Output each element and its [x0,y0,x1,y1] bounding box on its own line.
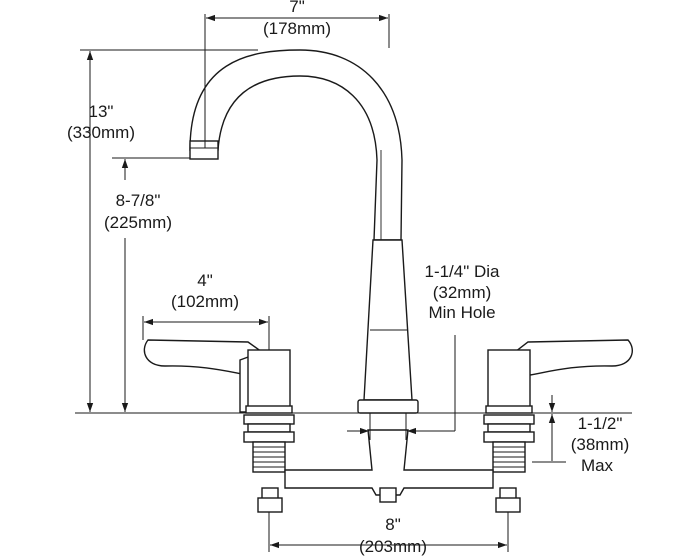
shank-imperial: 1-1/2" [578,414,623,433]
overall-height-metric: (330mm) [67,123,135,142]
spout-height-imperial: 8-7/8" [116,191,161,210]
centers-metric: (203mm) [359,537,427,556]
right-handle-body [487,349,531,409]
dim-overall-height: 13" (330mm) [67,49,258,412]
left-shank-nut [243,414,295,425]
handle-length-imperial: 4" [197,271,213,290]
hole-line-3: Min Hole [428,303,495,322]
spout-base [357,399,419,414]
shank-note: Max [581,456,614,475]
spout-reach-imperial: 7" [289,0,305,16]
spout-reach-metric: (178mm) [263,19,331,38]
hole-line-1: 1-1/4" Dia [424,262,500,281]
spout-height-metric: (225mm) [104,213,172,232]
spout [189,49,419,414]
right-lever [514,339,633,376]
right-handle [483,339,633,513]
hole-line-2: (32mm) [433,283,492,302]
overall-height-imperial: 13" [89,102,114,121]
dim-shank: 1-1/2" (38mm) Max [532,395,629,475]
centers-imperial: 8" [385,515,401,534]
dim-hole: 1-1/4" Dia (32mm) Min Hole [347,262,500,440]
left-handle-body [247,349,291,409]
dim-centers: 8" (203mm) [268,512,509,556]
shank-metric: (38mm) [571,435,630,454]
right-shank-nut [483,414,535,425]
dim-spout-height: 8-7/8" (225mm) [104,157,190,412]
dim-handle-length: 4" (102mm) [142,271,270,350]
left-handle [143,339,295,513]
spout-body [363,239,413,401]
handle-length-metric: (102mm) [171,292,239,311]
dim-spout-reach: 7" (178mm) [204,0,390,148]
manifold [284,429,494,503]
